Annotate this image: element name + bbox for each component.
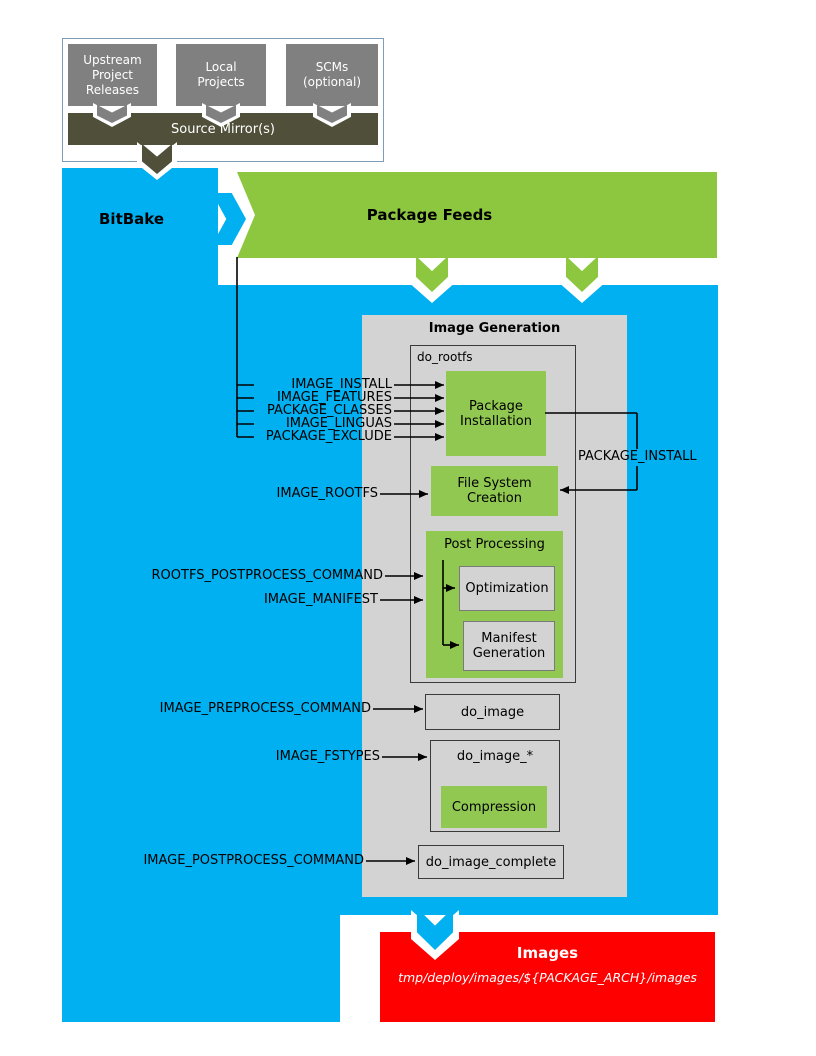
- label-image-rootfs: IMAGE_ROOTFS: [276, 486, 378, 501]
- chevron-down-icon: [97, 105, 127, 123]
- optimization-box: Optimization: [459, 566, 555, 611]
- chevron-down-icon: [317, 105, 347, 123]
- do-image-star-label: do_image_*: [456, 749, 534, 764]
- package-feeds-banner: Package Feeds: [237, 172, 717, 258]
- label-image-preprocess-command: IMAGE_PREPROCESS_COMMAND: [159, 701, 371, 716]
- label-package-exclude: PACKAGE_EXCLUDE: [265, 429, 392, 444]
- compression-box: Compression: [441, 786, 547, 828]
- post-processing-label: Post Processing: [444, 537, 545, 552]
- label-image-install: IMAGE_INSTALL: [291, 377, 392, 392]
- images-title: Images: [516, 944, 579, 962]
- label-image-postprocess-command: IMAGE_POSTPROCESS_COMMAND: [143, 853, 364, 868]
- do-image-box: do_image: [425, 694, 560, 730]
- post-processing-box: Post Processing Optimization Manifest Ge…: [426, 531, 563, 678]
- do-rootfs-label: do_rootfs: [417, 350, 473, 364]
- do-rootfs-box: do_rootfs Package Installation File Syst…: [410, 345, 576, 683]
- label-package-install: PACKAGE_INSTALL: [578, 449, 697, 464]
- manifest-generation-box: Manifest Generation: [463, 621, 555, 671]
- images-path: tmp/deploy/images/${PACKAGE_ARCH}/images: [398, 970, 697, 985]
- package-feeds-label: Package Feeds: [366, 206, 493, 224]
- bitbake-region-bottom: [62, 915, 340, 1022]
- label-image-manifest: IMAGE_MANIFEST: [263, 592, 378, 607]
- label-image-fstypes: IMAGE_FSTYPES: [275, 749, 380, 764]
- local-projects-box: Local Projects: [176, 44, 266, 106]
- bitbake-label: BitBake: [99, 210, 165, 228]
- label-image-features: IMAGE_FEATURES: [276, 390, 392, 405]
- image-generation-title: Image Generation: [428, 321, 561, 336]
- label-image-linguas: IMAGE_LINGUAS: [285, 416, 392, 431]
- label-package-classes: PACKAGE_CLASSES: [267, 403, 392, 418]
- package-installation-box: Package Installation: [446, 371, 546, 456]
- source-section: Upstream Project Releases Local Projects…: [62, 38, 384, 180]
- do-image-complete-box: do_image_complete: [418, 845, 564, 879]
- image-generation-panel: Image Generation do_rootfs Package Insta…: [362, 315, 627, 897]
- chevron-down-icon: [206, 105, 236, 123]
- label-rootfs-postprocess-command: ROOTFS_POSTPROCESS_COMMAND: [151, 568, 383, 583]
- upstream-releases-box: Upstream Project Releases: [68, 44, 157, 106]
- file-system-creation-box: File System Creation: [431, 466, 558, 516]
- do-image-star-box: do_image_* Compression: [430, 740, 560, 832]
- bitbake-region-top: [62, 168, 218, 285]
- scms-box: SCMs (optional): [286, 44, 378, 106]
